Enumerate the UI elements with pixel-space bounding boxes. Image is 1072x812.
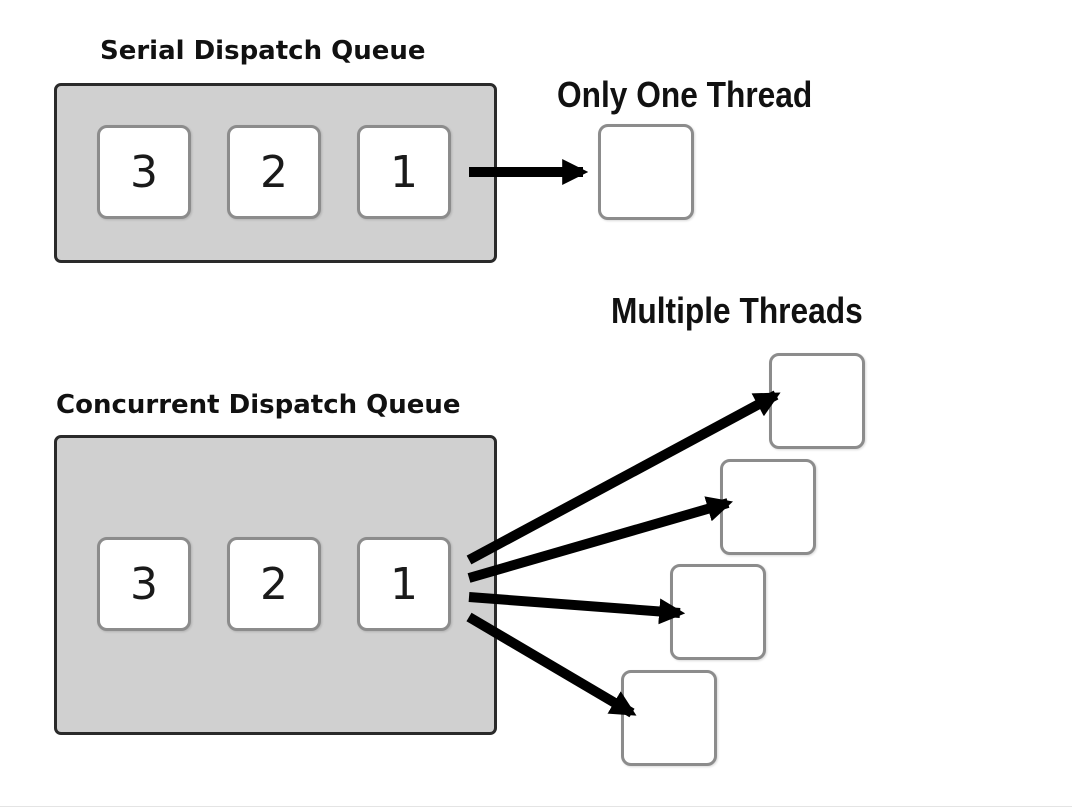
concurrent-arrow-1 [466,390,781,565]
concurrent-thread-block-1 [769,353,865,449]
concurrent-arrow-3 [468,592,686,625]
concurrent-task-3: 3 [97,537,191,631]
bottom-divider [0,806,1072,807]
concurrent-thread-label: Multiple Threads [611,290,863,331]
concurrent-task-1: 1 [357,537,451,631]
concurrent-arrow-4 [466,612,637,718]
concurrent-queue-title: Concurrent Dispatch Queue [56,390,461,420]
concurrent-thread-block-2 [720,459,816,555]
concurrent-task-2: 2 [227,537,321,631]
concurrent-thread-block-4 [621,670,717,766]
serial-thread-label: Only One Thread [557,74,813,115]
serial-queue-title: Serial Dispatch Queue [100,36,426,66]
concurrent-arrow-2 [467,496,733,583]
serial-thread-block [598,124,694,220]
serial-task-3: 3 [97,125,191,219]
serial-task-1: 1 [357,125,451,219]
serial-task-2: 2 [227,125,321,219]
